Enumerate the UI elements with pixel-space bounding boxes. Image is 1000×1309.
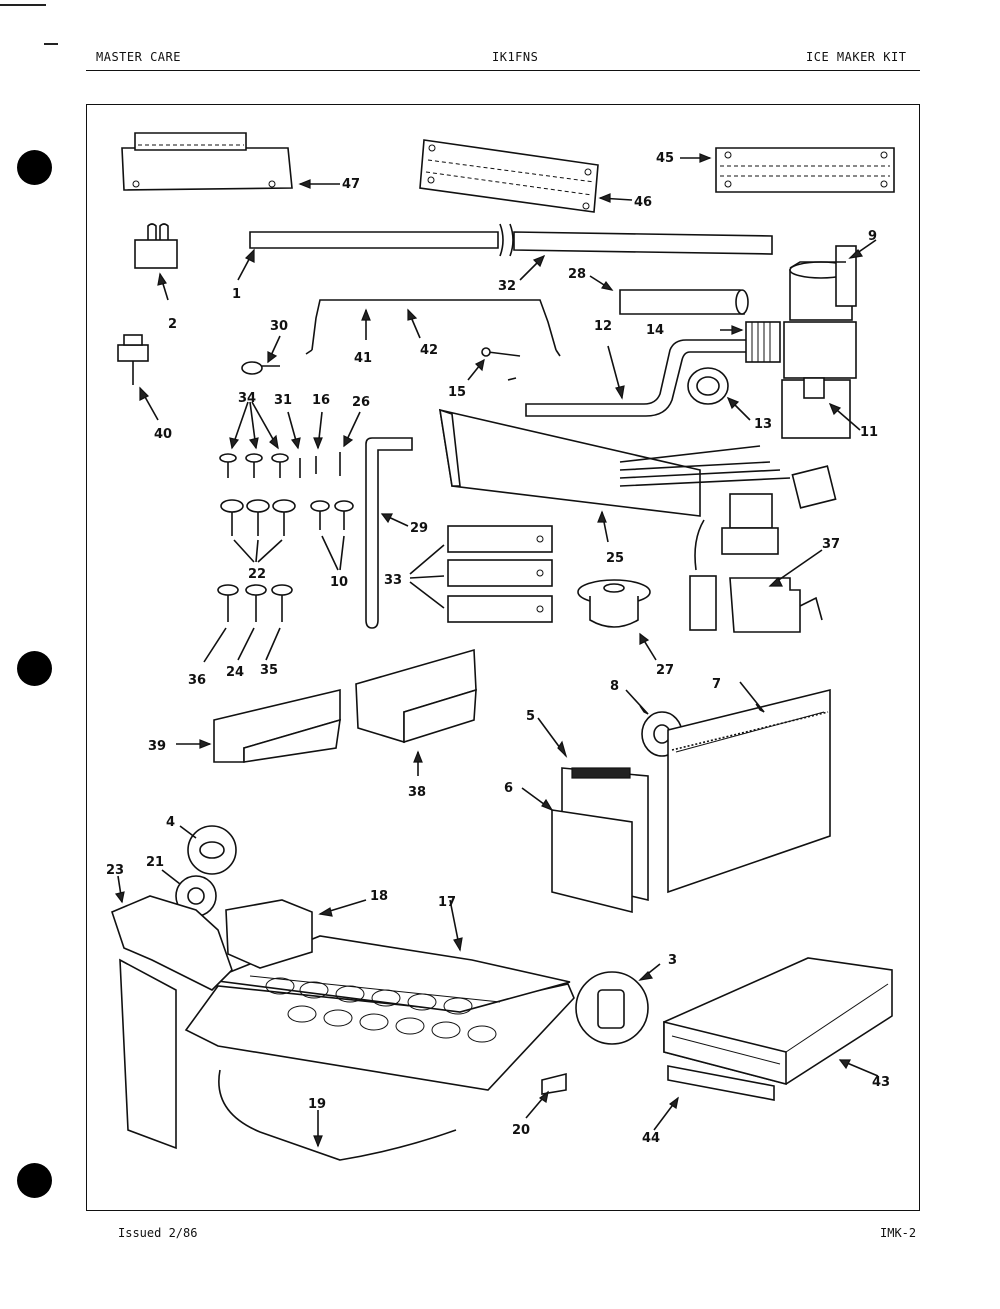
callout-38: 38 <box>408 785 426 800</box>
screws-34-31-16-26 <box>219 401 361 478</box>
callout-45: 45 <box>656 151 674 166</box>
callout-44: 44 <box>642 1131 660 1146</box>
callout-16: 16 <box>312 393 330 408</box>
callout-9: 9 <box>868 229 877 244</box>
callout-34: 34 <box>238 391 256 406</box>
part-1-32-tube <box>237 223 773 281</box>
header-brand: MASTER CARE <box>96 50 181 64</box>
callout-23: 23 <box>106 863 124 878</box>
callout-19: 19 <box>308 1097 326 1112</box>
callout-47: 47 <box>342 177 360 192</box>
screws-36-24-35 <box>203 584 293 663</box>
part-27-grommet <box>577 579 657 661</box>
part-13-ring <box>687 367 751 421</box>
callout-17: 17 <box>438 895 456 910</box>
callout-3: 3 <box>668 953 677 968</box>
part-21-washer <box>161 869 217 917</box>
callout-1: 1 <box>232 287 241 302</box>
issue-date: Issued 2/86 <box>118 1226 198 1240</box>
part-46-plate <box>419 139 633 213</box>
part-37-clip <box>729 549 823 633</box>
callout-36: 36 <box>188 673 206 688</box>
callout-10: 10 <box>330 575 348 590</box>
callout-12: 12 <box>594 319 612 334</box>
callout-7: 7 <box>712 677 721 692</box>
callout-20: 20 <box>512 1123 530 1138</box>
part-33-shims <box>409 525 553 623</box>
part-15-pin <box>467 347 521 381</box>
callout-28: 28 <box>568 267 586 282</box>
callout-32: 32 <box>498 279 516 294</box>
part-3-bearing <box>575 963 661 1045</box>
callout-6: 6 <box>504 781 513 796</box>
callout-33: 33 <box>384 573 402 588</box>
callout-4: 4 <box>166 815 175 830</box>
punch-hole <box>17 150 52 185</box>
header-model: IK1FNS <box>492 50 539 64</box>
page-code: IMK-2 <box>880 1226 917 1240</box>
callout-14: 14 <box>646 323 664 338</box>
callout-18: 18 <box>370 889 388 904</box>
screws-22-10 <box>220 499 354 571</box>
punch-hole <box>17 1163 52 1198</box>
part-4-bushing <box>179 825 237 875</box>
scan-mark <box>44 43 58 45</box>
callout-8: 8 <box>610 679 619 694</box>
part-29-rod <box>365 437 413 629</box>
header-section: ICE MAKER KIT <box>806 50 907 64</box>
callout-37: 37 <box>822 537 840 552</box>
callout-11: 11 <box>860 425 878 440</box>
callout-31: 31 <box>274 393 292 408</box>
part-28-sleeve <box>589 275 749 315</box>
callout-22: 22 <box>248 567 266 582</box>
callout-15: 15 <box>448 385 466 400</box>
callout-39: 39 <box>148 739 166 754</box>
part-43-ice-bin <box>663 957 893 1086</box>
callout-26: 26 <box>352 395 370 410</box>
callout-46: 46 <box>634 195 652 210</box>
part-44-label <box>653 1065 775 1131</box>
callout-2: 2 <box>168 317 177 332</box>
part-9-water-valve <box>720 239 877 439</box>
part-40-switch <box>117 334 159 421</box>
part-25-harness <box>439 408 837 631</box>
part-30-clip <box>241 335 281 375</box>
callout-24: 24 <box>226 665 244 680</box>
scan-mark <box>0 4 46 6</box>
callout-35: 35 <box>260 663 278 678</box>
callout-25: 25 <box>606 551 624 566</box>
callout-27: 27 <box>656 663 674 678</box>
diagram-frame <box>86 104 920 1211</box>
part-47-bracket <box>121 132 340 191</box>
header-rule <box>86 70 920 71</box>
callout-29: 29 <box>410 521 428 536</box>
callout-42: 42 <box>420 343 438 358</box>
part-20-pin <box>525 1072 567 1119</box>
part-41-42-wire <box>305 299 561 357</box>
callout-5: 5 <box>526 709 535 724</box>
callout-21: 21 <box>146 855 164 870</box>
callout-43: 43 <box>872 1075 890 1090</box>
part-2-connector <box>134 223 178 301</box>
part-45-plate <box>680 147 895 193</box>
callout-40: 40 <box>154 427 172 442</box>
callout-13: 13 <box>754 417 772 432</box>
punch-hole <box>17 651 52 686</box>
part-23-mold-housing <box>111 875 233 1150</box>
part-19-arm <box>218 1069 457 1161</box>
part-18-motor <box>225 899 367 969</box>
callout-41: 41 <box>354 351 372 366</box>
callout-30: 30 <box>270 319 288 334</box>
part-6-cover <box>521 717 633 914</box>
part-38-cover <box>355 648 477 776</box>
part-7-housing <box>667 681 831 894</box>
part-39-cover <box>176 688 341 763</box>
